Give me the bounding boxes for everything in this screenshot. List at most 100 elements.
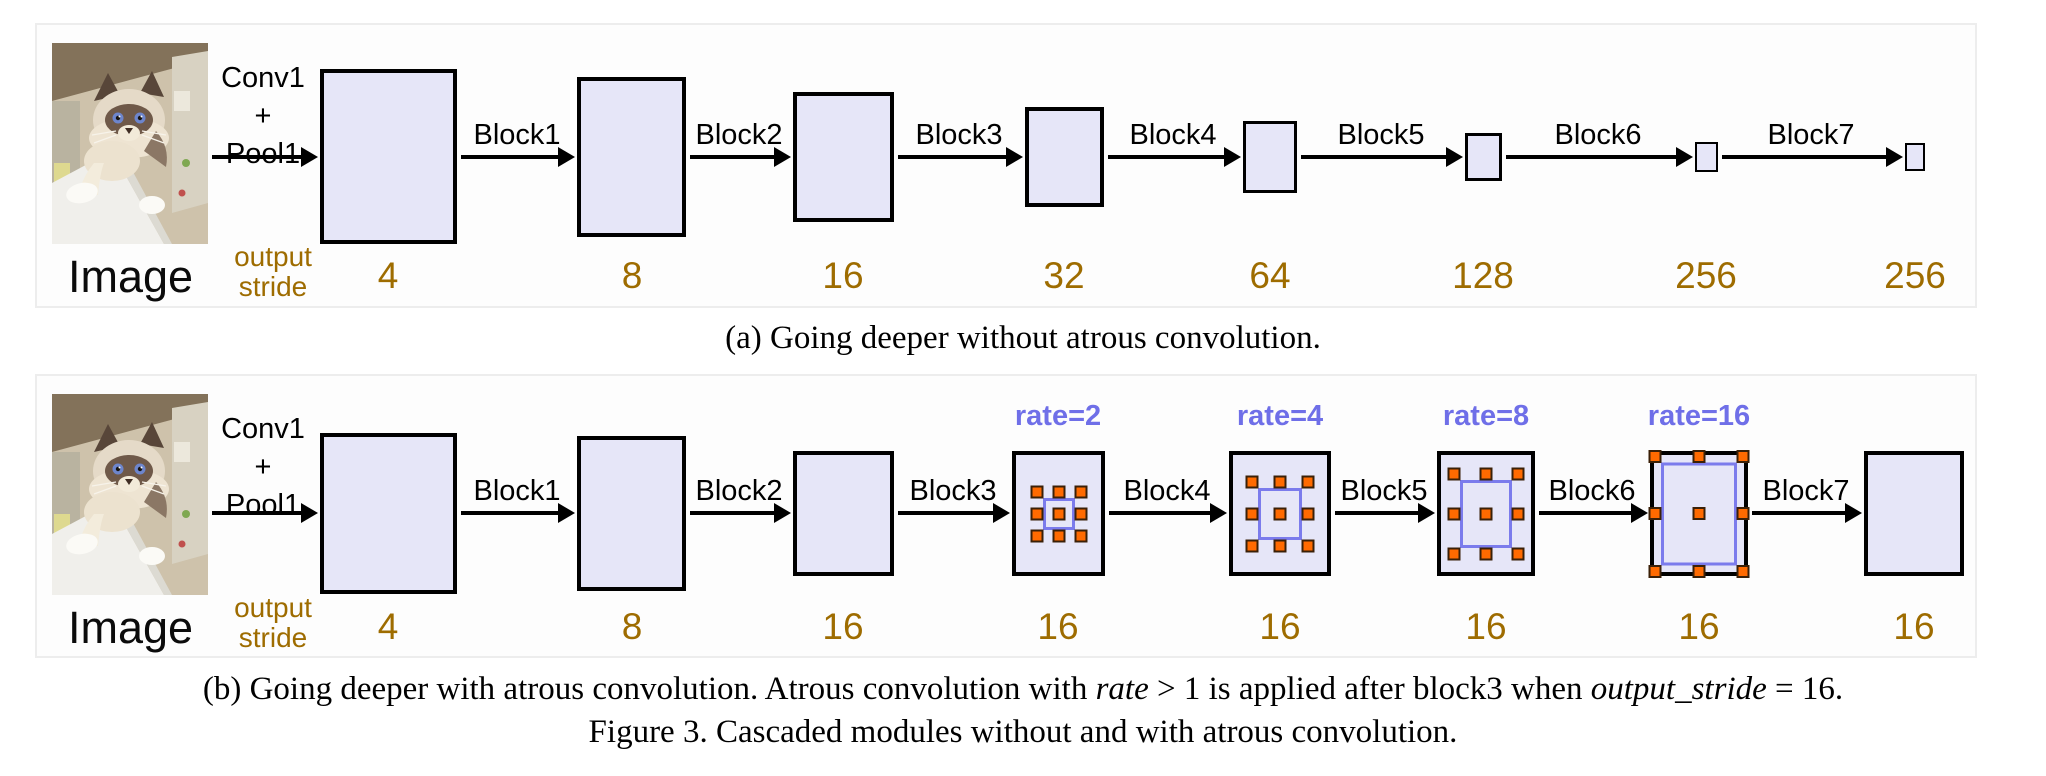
caption-b-rate-term: rate xyxy=(1095,671,1149,707)
stride-value: 128 xyxy=(1452,255,1514,296)
block3-arrow xyxy=(898,503,1010,523)
stride-value: 4 xyxy=(377,255,399,296)
stride-value: 16 xyxy=(1259,606,1301,647)
kernel-dot xyxy=(1301,539,1315,552)
atrous-kernel-grid-rate2 xyxy=(1030,485,1087,542)
atrous-block-rate2 xyxy=(1012,451,1105,576)
figure-caption: Figure 3. Cascaded modules without and w… xyxy=(588,714,1458,750)
kernel-grid-outline xyxy=(1661,462,1737,565)
feature-block-os8 xyxy=(577,436,686,591)
caption-b-output-stride-term: output_stride xyxy=(1590,671,1767,707)
stride-value: 16 xyxy=(1893,606,1935,647)
output-stride-line2: stride xyxy=(238,622,308,653)
kernel-dot xyxy=(1052,529,1065,542)
stride-value: 64 xyxy=(1249,255,1291,296)
block7-label: Block7 xyxy=(1762,475,1850,507)
kernel-dot xyxy=(1030,529,1043,542)
stride-value: 32 xyxy=(1043,255,1085,296)
feature-block-os256a xyxy=(1695,142,1718,172)
block6-label: Block6 xyxy=(1554,119,1642,151)
caption-b-suffix: = 16. xyxy=(1766,671,1844,707)
feature-block-os32 xyxy=(1025,107,1104,207)
block7-arrow xyxy=(1752,503,1862,523)
block2-label: Block2 xyxy=(695,119,783,151)
kernel-dot xyxy=(1692,449,1706,463)
block5-arrow xyxy=(1335,503,1435,523)
block3-label: Block3 xyxy=(909,475,997,507)
conv1-pool1-label: Conv1 + Pool1 xyxy=(206,410,320,524)
feature-block-os4 xyxy=(320,69,457,244)
rate-label-8: rate=8 xyxy=(1442,400,1530,432)
block4-arrow xyxy=(1108,147,1241,167)
kernel-dot xyxy=(1736,449,1750,463)
kernel-dot xyxy=(1301,507,1315,520)
caption-b-middle: > 1 is applied after block3 when xyxy=(1148,671,1591,707)
feature-block-final xyxy=(1864,451,1964,576)
feature-block-os64 xyxy=(1243,121,1297,193)
stem-line-plus: + xyxy=(254,100,272,132)
kernel-dot xyxy=(1074,529,1087,542)
block1-label: Block1 xyxy=(473,475,561,507)
atrous-kernel-grid-rate4 xyxy=(1245,475,1315,552)
kernel-dot xyxy=(1030,507,1043,520)
atrous-kernel-grid-rate8 xyxy=(1447,467,1525,560)
block1-label: Block1 xyxy=(473,119,561,151)
kernel-dot xyxy=(1736,507,1750,520)
kernel-dot xyxy=(1479,547,1493,560)
kernel-grid-outline xyxy=(1460,479,1512,548)
block5-label: Block5 xyxy=(1337,119,1425,151)
block5-label: Block5 xyxy=(1340,475,1428,507)
atrous-block-rate4 xyxy=(1229,451,1331,576)
input-image-label: Image xyxy=(68,251,194,302)
block5-arrow xyxy=(1301,147,1463,167)
feature-block-os256b xyxy=(1905,143,1925,171)
stride-value: 8 xyxy=(621,255,643,296)
rate-label-4: rate=4 xyxy=(1236,400,1324,432)
kernel-dot xyxy=(1447,547,1461,560)
kernel-dot xyxy=(1245,507,1259,520)
feature-block-os16 xyxy=(793,451,894,576)
stride-value: 16 xyxy=(822,606,864,647)
rate-label-16: rate=16 xyxy=(1647,400,1751,432)
block3-arrow xyxy=(898,147,1023,167)
block6-arrow xyxy=(1539,503,1648,523)
kernel-dot xyxy=(1479,467,1493,480)
stride-value: 4 xyxy=(377,606,399,647)
stride-value: 16 xyxy=(1678,606,1720,647)
kernel-dot xyxy=(1692,507,1706,520)
stem-arrow xyxy=(212,503,318,523)
stride-value: 16 xyxy=(1037,606,1079,647)
kernel-dot xyxy=(1074,485,1087,498)
feature-block-os128 xyxy=(1465,133,1502,181)
kernel-dot xyxy=(1736,564,1750,578)
stride-value: 256 xyxy=(1675,255,1737,296)
stem-line-plus: + xyxy=(254,451,272,483)
conv1-pool1-label: Conv1 + Pool1 xyxy=(206,59,320,173)
kernel-dot xyxy=(1447,467,1461,480)
block6-label: Block6 xyxy=(1548,475,1636,507)
stem-line-conv1: Conv1 xyxy=(221,413,305,445)
input-image xyxy=(52,394,208,595)
block2-label: Block2 xyxy=(695,475,783,507)
stride-value: 8 xyxy=(621,606,643,647)
caption-b-prefix: (b) Going deeper with atrous convolution… xyxy=(202,671,1096,707)
caption-b: (b) Going deeper with atrous convolution… xyxy=(0,671,2046,708)
panel-a: Image Conv1 + Pool1 Block1 Block2 Block3… xyxy=(35,23,1977,308)
kernel-dot xyxy=(1245,539,1259,552)
output-stride-label: output stride xyxy=(234,242,312,302)
feature-block-os4 xyxy=(320,433,457,594)
kernel-dot xyxy=(1692,564,1706,578)
kernel-dot xyxy=(1245,475,1259,488)
feature-block-os16 xyxy=(793,92,894,222)
kernel-dot xyxy=(1052,507,1065,520)
block3-label: Block3 xyxy=(915,119,1003,151)
kernel-dot xyxy=(1447,507,1461,520)
block4-label: Block4 xyxy=(1129,119,1217,151)
kernel-dot xyxy=(1648,449,1662,463)
kernel-dot xyxy=(1511,547,1525,560)
stem-line-conv1: Conv1 xyxy=(221,62,305,94)
kernel-dot xyxy=(1052,485,1065,498)
stride-value: 16 xyxy=(1465,606,1507,647)
atrous-block-rate16 xyxy=(1648,449,1750,578)
